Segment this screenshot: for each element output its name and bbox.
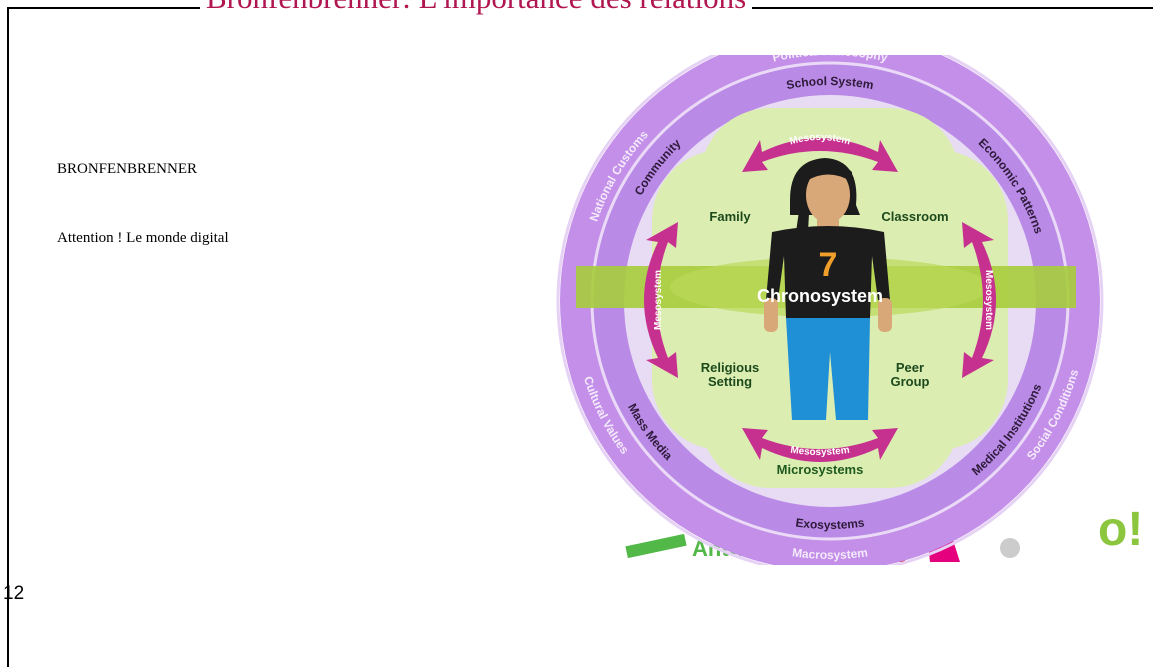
svg-text:Macrosystem: Macrosystem	[791, 545, 868, 562]
label-macrosystem: Macrosystem	[791, 545, 868, 562]
label-religious-line1: Religious	[701, 360, 760, 375]
label-chronosystem: Chronosystem	[757, 286, 883, 306]
label-peer-line1: Peer	[896, 360, 924, 375]
label-microsystems: Microsystems	[777, 462, 864, 477]
label-exosystems: Exosystems	[795, 515, 866, 532]
age-label: 7	[819, 246, 838, 284]
page-number: 12	[3, 583, 25, 604]
bronfenbrenner-diagram: Antwerpen o! Political Philosophy Nation…	[556, 55, 1140, 565]
label-classroom: Classroom	[881, 209, 948, 224]
mesosystem-arrow-top	[742, 138, 898, 172]
label-mesosystem-left: Mesosystem	[653, 270, 664, 330]
mesosystem-arrows	[644, 138, 996, 462]
mesosystem-arrow-right	[962, 222, 996, 378]
label-mesosystem-right: Mesosystem	[983, 270, 994, 330]
label-peer-line2: Group	[891, 374, 930, 389]
logo-exclaim: o!	[1098, 503, 1140, 556]
slide-title: Bronfenbrenner: L'importance des relatio…	[200, 0, 753, 18]
text-digital-world: Attention ! Le monde digital	[57, 230, 229, 246]
text-bronfenbrenner: BRONFENBRENNER	[57, 161, 198, 177]
svg-text:Exosystems: Exosystems	[795, 515, 866, 532]
label-family: Family	[709, 209, 751, 224]
label-religious-line2: Setting	[708, 374, 752, 389]
svg-text:Mesosystem: Mesosystem	[790, 445, 851, 458]
svg-text:Mesosystem: Mesosystem	[788, 132, 851, 148]
mesosystem-arrow-left	[644, 222, 678, 378]
child-figure: 7	[764, 158, 892, 420]
label-mesosystem-bottom: Mesosystem	[790, 445, 851, 458]
mesosystem-arrow-bottom	[742, 428, 898, 462]
label-mesosystem-top: Mesosystem	[788, 132, 851, 148]
